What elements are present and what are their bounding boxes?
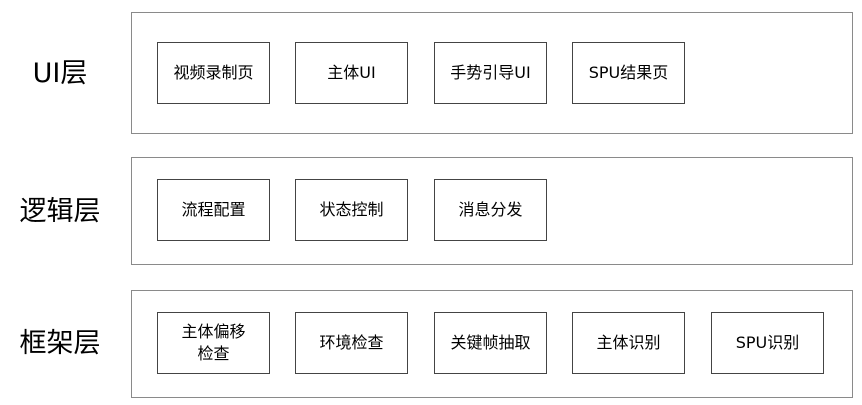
module-subject-offset-check: 主体偏移检查	[157, 312, 270, 374]
layer-label-logic: 逻辑层	[19, 196, 101, 227]
module-flow-config: 流程配置	[157, 179, 270, 241]
module-subject-recognition: 主体识别	[572, 312, 685, 374]
module-subject-ui: 主体UI	[295, 42, 408, 104]
module-message-dispatch: 消息分发	[434, 179, 547, 241]
module-state-control: 状态控制	[295, 179, 408, 241]
module-gesture-guide-ui: 手势引导UI	[434, 42, 547, 104]
layer-label-ui: UI层	[32, 58, 88, 89]
module-environment-check: 环境检查	[295, 312, 408, 374]
layer-frame-ui: 视频录制页 主体UI 手势引导UI SPU结果页	[131, 12, 853, 134]
layer-label-framework: 框架层	[19, 328, 101, 359]
layer-frame-framework: 主体偏移检查 环境检查 关键帧抽取 主体识别 SPU识别	[131, 290, 853, 398]
layer-frame-logic: 流程配置 状态控制 消息分发	[131, 157, 853, 265]
module-spu-recognition: SPU识别	[711, 312, 824, 374]
module-spu-result-page: SPU结果页	[572, 42, 685, 104]
module-video-record-page: 视频录制页	[157, 42, 270, 104]
module-keyframe-extraction: 关键帧抽取	[434, 312, 547, 374]
